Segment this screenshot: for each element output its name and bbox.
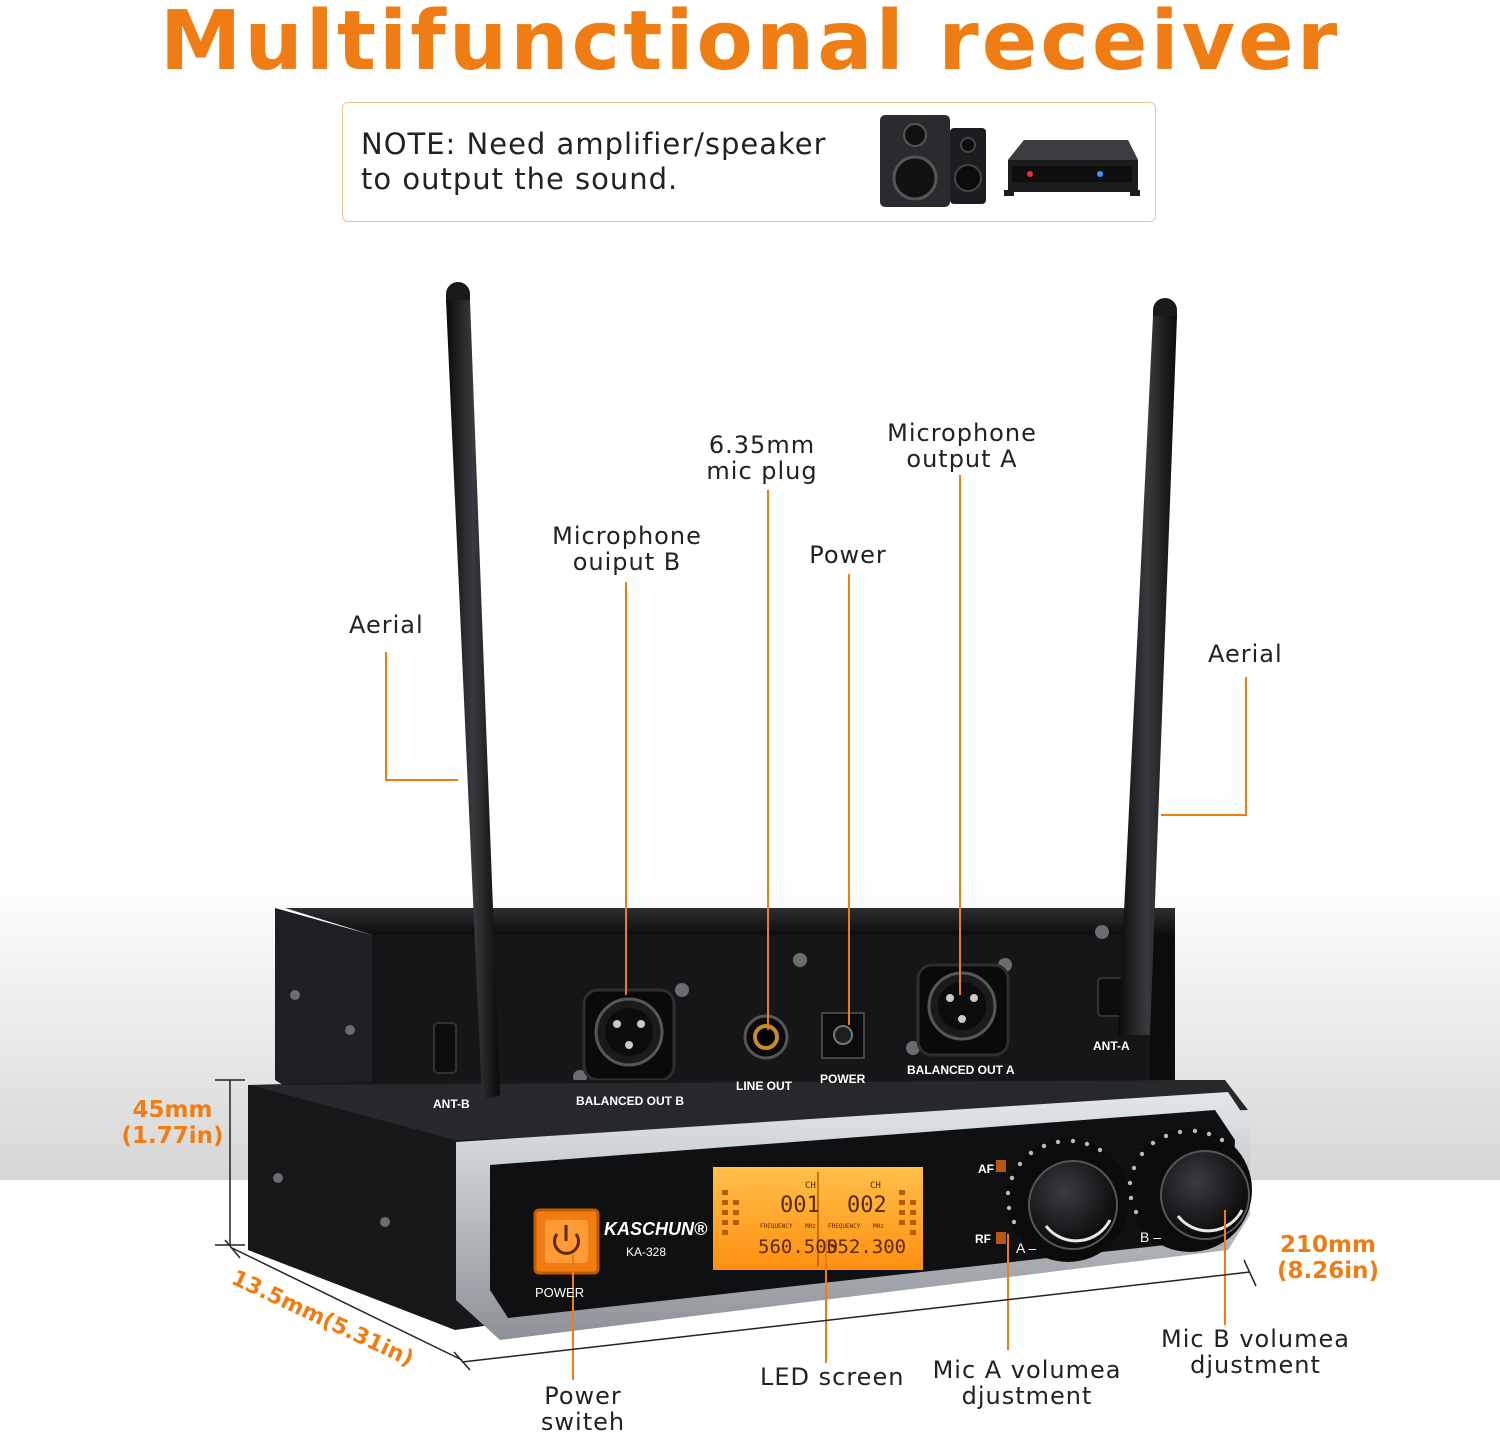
mic-plug-label: 6.35mm mic plug: [667, 432, 857, 484]
lcd-mhz-b: MHz: [873, 1223, 884, 1230]
mic-output-b-label: Microphone ouiput B: [527, 523, 727, 575]
lcd-ch-label-a: CH: [805, 1181, 816, 1191]
page-title: Multifunctional receiver: [159, 0, 1341, 89]
balanced-out-b-label: BALANCED OUT B: [576, 1094, 684, 1108]
rf-indicator: [996, 1232, 1006, 1244]
note-line-1: NOTE: Need amplifier/speaker: [361, 127, 827, 161]
led-screen: [713, 1167, 923, 1270]
lcd-channel-a: 001: [780, 1193, 820, 1218]
xlr-connector-icon: [916, 963, 1010, 1057]
aerial-left-label: Aerial: [349, 611, 424, 639]
power-icon: [553, 1225, 580, 1255]
power-label: Power: [809, 541, 887, 569]
lcd-freq-label-a: FREQUENCY: [760, 1223, 793, 1230]
power-switch-label: Power switeh: [528, 1383, 638, 1435]
mic-b-volume-line-1: Mic B volumea: [1161, 1325, 1350, 1353]
callout-lines: [385, 475, 1247, 1380]
knob-b-label: B –: [1140, 1229, 1161, 1245]
mic-output-a-line-2: output A: [906, 445, 1018, 473]
amplifier-icon: [1004, 140, 1140, 196]
brand-logo: KASCHUN®: [604, 1219, 708, 1239]
mic-output-a-line-1: Microphone: [887, 419, 1037, 447]
line-out-jack-icon: [743, 1014, 789, 1060]
power-switch[interactable]: [533, 1208, 600, 1275]
height-in: (1.77in): [121, 1123, 224, 1149]
lcd-freq-label-b: FREQUENCY: [828, 1223, 861, 1230]
mic-output-a-label: Microphone output A: [862, 420, 1062, 472]
lcd-frequency-a: 560.500: [758, 1236, 838, 1258]
rf-label: RF: [975, 1232, 991, 1246]
knob-a-label: A –: [1016, 1240, 1036, 1256]
mic-plug-line-1: 6.35mm: [708, 431, 816, 459]
note-line-2: to output the sound.: [361, 162, 679, 196]
height-mm: 45mm: [132, 1097, 213, 1123]
model-label: KA-328: [626, 1245, 666, 1259]
width-mm: 210mm: [1280, 1232, 1376, 1258]
mic-a-volume-line-1: Mic A volumea: [932, 1356, 1122, 1384]
mic-b-volume-label: Mic B volumea djustment: [1148, 1326, 1363, 1378]
knob-scale-dots-b: [1127, 1128, 1225, 1215]
mic-a-volume-line-2: djustment: [961, 1382, 1093, 1410]
antenna-icon: [446, 282, 500, 1100]
xlr-connector-icon: [582, 988, 676, 1082]
aerial-right-label: Aerial: [1208, 640, 1283, 668]
af-indicator: [996, 1160, 1006, 1172]
line-out-label: LINE OUT: [736, 1079, 793, 1093]
lcd-ch-label-b: CH: [870, 1181, 881, 1191]
balanced-out-a-label: BALANCED OUT A: [907, 1063, 1015, 1077]
mic-output-b-line-2: ouiput B: [572, 548, 682, 576]
rear-power-label: POWER: [820, 1072, 866, 1086]
note-text: NOTE: Need amplifier/speaker to output t…: [361, 127, 827, 197]
mic-a-volume-label: Mic A volumea djustment: [922, 1357, 1132, 1409]
mic-b-volume-line-2: djustment: [1190, 1351, 1321, 1379]
ant-a-label: ANT-A: [1093, 1039, 1130, 1053]
width-dimension: 210mm (8.26in): [1268, 1232, 1388, 1284]
front-power-label: POWER: [535, 1285, 584, 1300]
lcd-channel-b: 002: [847, 1193, 887, 1218]
volume-knob-icon: [1160, 1150, 1250, 1240]
mic-plug-line-2: mic plug: [706, 457, 818, 485]
panel-text: ANT-B ANT-A BALANCED OUT B LINE OUT POWE…: [433, 1039, 1161, 1300]
ant-b-label: ANT-B: [433, 1097, 470, 1111]
mic-b-volume-knob[interactable]: [1127, 1128, 1252, 1252]
power-jack-icon: [821, 1012, 865, 1059]
power-switch-line-2: switeh: [540, 1408, 626, 1436]
lcd-frequency-b: 552.300: [826, 1236, 906, 1258]
volume-knob-icon: [1028, 1160, 1118, 1250]
antenna-connector-b: [433, 1022, 457, 1074]
height-dimension: 45mm (1.77in): [115, 1097, 230, 1149]
mic-output-b-line-1: Microphone: [552, 522, 702, 550]
knob-scale-dots-a: [1005, 1138, 1103, 1225]
antenna-icon: [1118, 298, 1177, 1035]
dimension-lines: [215, 1079, 1257, 1371]
lcd-text: CH CH 001 002 FREQUENCY FREQUENCY MHz MH…: [758, 1181, 906, 1258]
power-switch-line-1: Power: [544, 1382, 622, 1410]
af-label: AF: [978, 1162, 994, 1176]
led-screen-label: LED screen: [760, 1363, 905, 1391]
speaker-icon: [880, 115, 986, 207]
lcd-mhz-a: MHz: [805, 1223, 816, 1230]
width-in: (8.26in): [1276, 1258, 1380, 1284]
mic-a-volume-knob[interactable]: [1005, 1138, 1130, 1262]
